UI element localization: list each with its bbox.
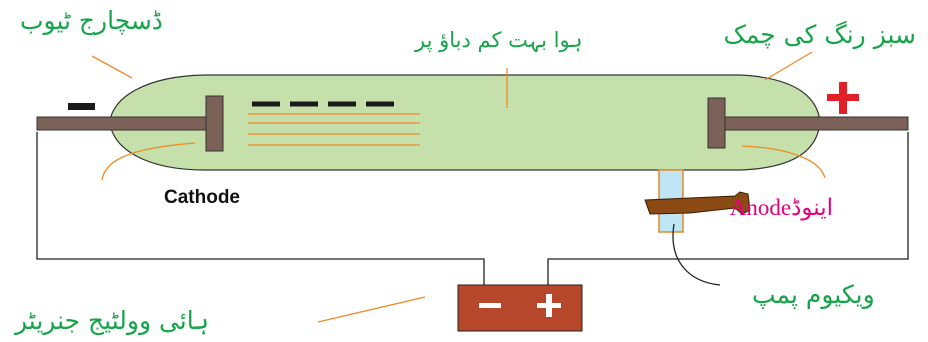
pump-hose bbox=[672, 223, 721, 286]
battery-negative-sign bbox=[479, 303, 501, 308]
label-green-glow: سبز رنگ کی چمک bbox=[723, 20, 916, 49]
anode-plate bbox=[707, 97, 726, 149]
label-cathode: Cathode bbox=[164, 187, 240, 208]
label-high-voltage-generator: ہائی وولٹیج جنریٹر bbox=[15, 306, 210, 335]
label-discharge-tube: ڈسچارج ٹیوب bbox=[20, 6, 163, 35]
cathode-plate bbox=[205, 95, 224, 152]
vacuum-pump-handle bbox=[644, 191, 751, 215]
anode-rod bbox=[721, 116, 909, 131]
label-anode: Anodeاینوڈ bbox=[730, 196, 833, 220]
label-vacuum-pump: ویکیوم پمپ bbox=[752, 280, 875, 309]
cathode-minus-sign bbox=[68, 103, 95, 110]
label-gas-low-pressure: ہوا بہت کم دباؤ پر bbox=[415, 28, 583, 52]
high-voltage-generator bbox=[457, 284, 583, 332]
leader-lines bbox=[91, 51, 826, 323]
label-anode-urdu: اینوڈ bbox=[791, 195, 833, 221]
circuit-wire-right bbox=[547, 132, 909, 285]
cathode-rays bbox=[248, 113, 420, 146]
cathode-rod bbox=[36, 116, 211, 131]
anode-plus-sign bbox=[827, 82, 859, 114]
label-anode-english: Anode bbox=[729, 195, 792, 220]
discharge-tube-body bbox=[109, 74, 821, 171]
battery-positive-sign bbox=[537, 294, 561, 317]
circuit-wire-left bbox=[36, 132, 485, 285]
